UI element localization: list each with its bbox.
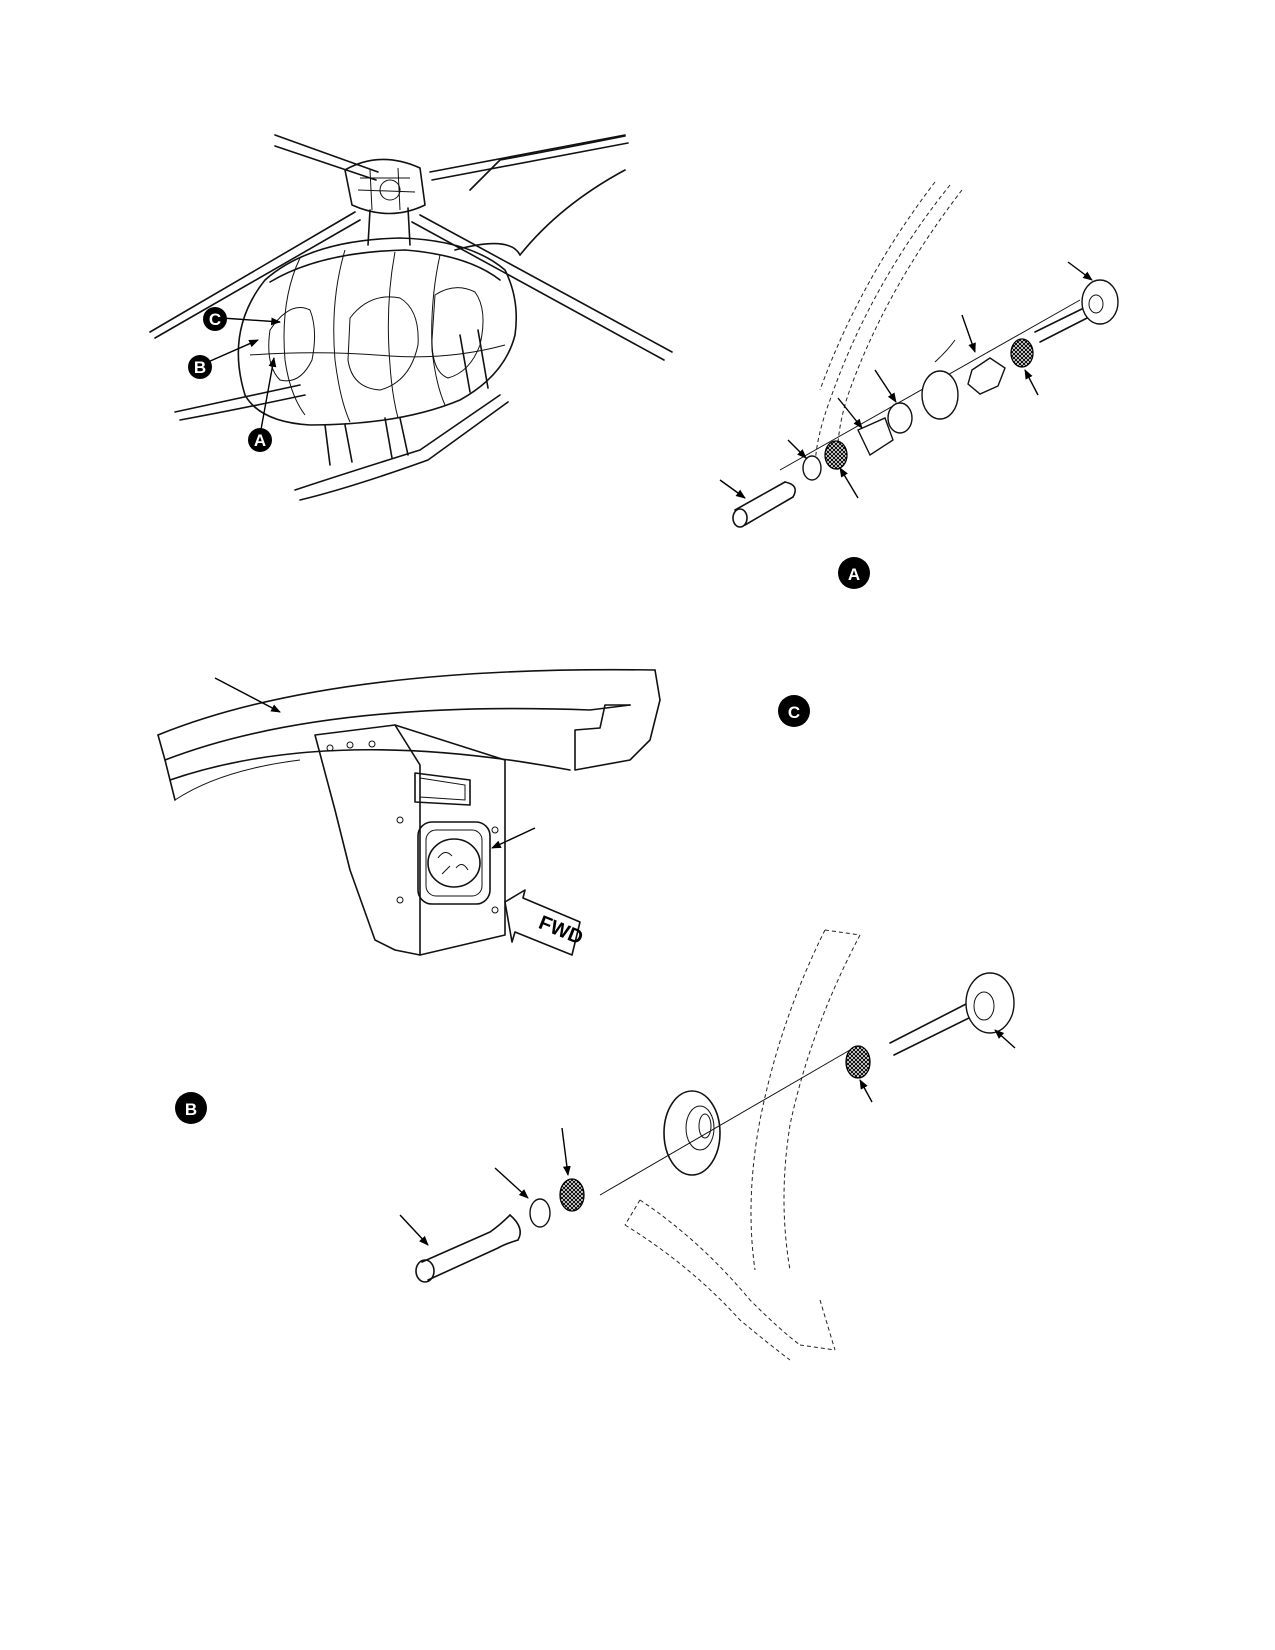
rubber-washer bbox=[824, 440, 848, 470]
callout-badge-a-detail: A bbox=[838, 557, 870, 589]
callout-badge-c-overview: C bbox=[203, 307, 227, 331]
detail-b-exploded-view: B bbox=[175, 929, 1016, 1361]
fuselage bbox=[237, 237, 518, 426]
callout-badge-b-detail: B bbox=[175, 1092, 207, 1124]
callout-badge-c-detail: C bbox=[778, 695, 810, 727]
detail-a-exploded-view: A bbox=[719, 181, 1119, 589]
callout-badge-b-overview: B bbox=[188, 355, 212, 379]
grommet bbox=[921, 370, 959, 420]
washer-b bbox=[529, 1198, 551, 1228]
callout-c-leader bbox=[221, 317, 281, 326]
detail-c-label: C bbox=[788, 703, 800, 722]
forward-direction-arrow: FWD bbox=[504, 889, 586, 956]
rubber-washer-2 bbox=[1010, 338, 1034, 368]
callout-a-label: A bbox=[254, 431, 266, 450]
spacer-block bbox=[857, 417, 894, 457]
callout-a-leader bbox=[259, 357, 277, 436]
knob-stud bbox=[1034, 279, 1119, 343]
detail-a-label: A bbox=[848, 565, 860, 584]
rubber-washer-b2 bbox=[845, 1045, 871, 1079]
callout-c-label: C bbox=[209, 310, 221, 329]
washer-2 bbox=[887, 402, 913, 434]
knob-stud-b bbox=[889, 972, 1015, 1056]
helicopter-overview: C B A bbox=[149, 134, 673, 501]
nut bbox=[967, 357, 1006, 395]
detail-c-frame-view: FWD C bbox=[157, 668, 810, 956]
frame-grommet bbox=[663, 1090, 721, 1176]
callout-b-label: B bbox=[194, 358, 206, 377]
detail-b-label: B bbox=[185, 1100, 197, 1119]
bushing-b bbox=[415, 1214, 521, 1283]
mounting-bracket bbox=[314, 724, 506, 956]
callout-badge-a-overview: A bbox=[248, 428, 272, 452]
callout-b-leader bbox=[207, 339, 259, 363]
bushing bbox=[732, 481, 796, 528]
washer bbox=[802, 455, 822, 481]
landing-skids bbox=[174, 329, 509, 501]
rotor-head bbox=[344, 158, 426, 246]
rubber-washer-b bbox=[559, 1178, 585, 1212]
